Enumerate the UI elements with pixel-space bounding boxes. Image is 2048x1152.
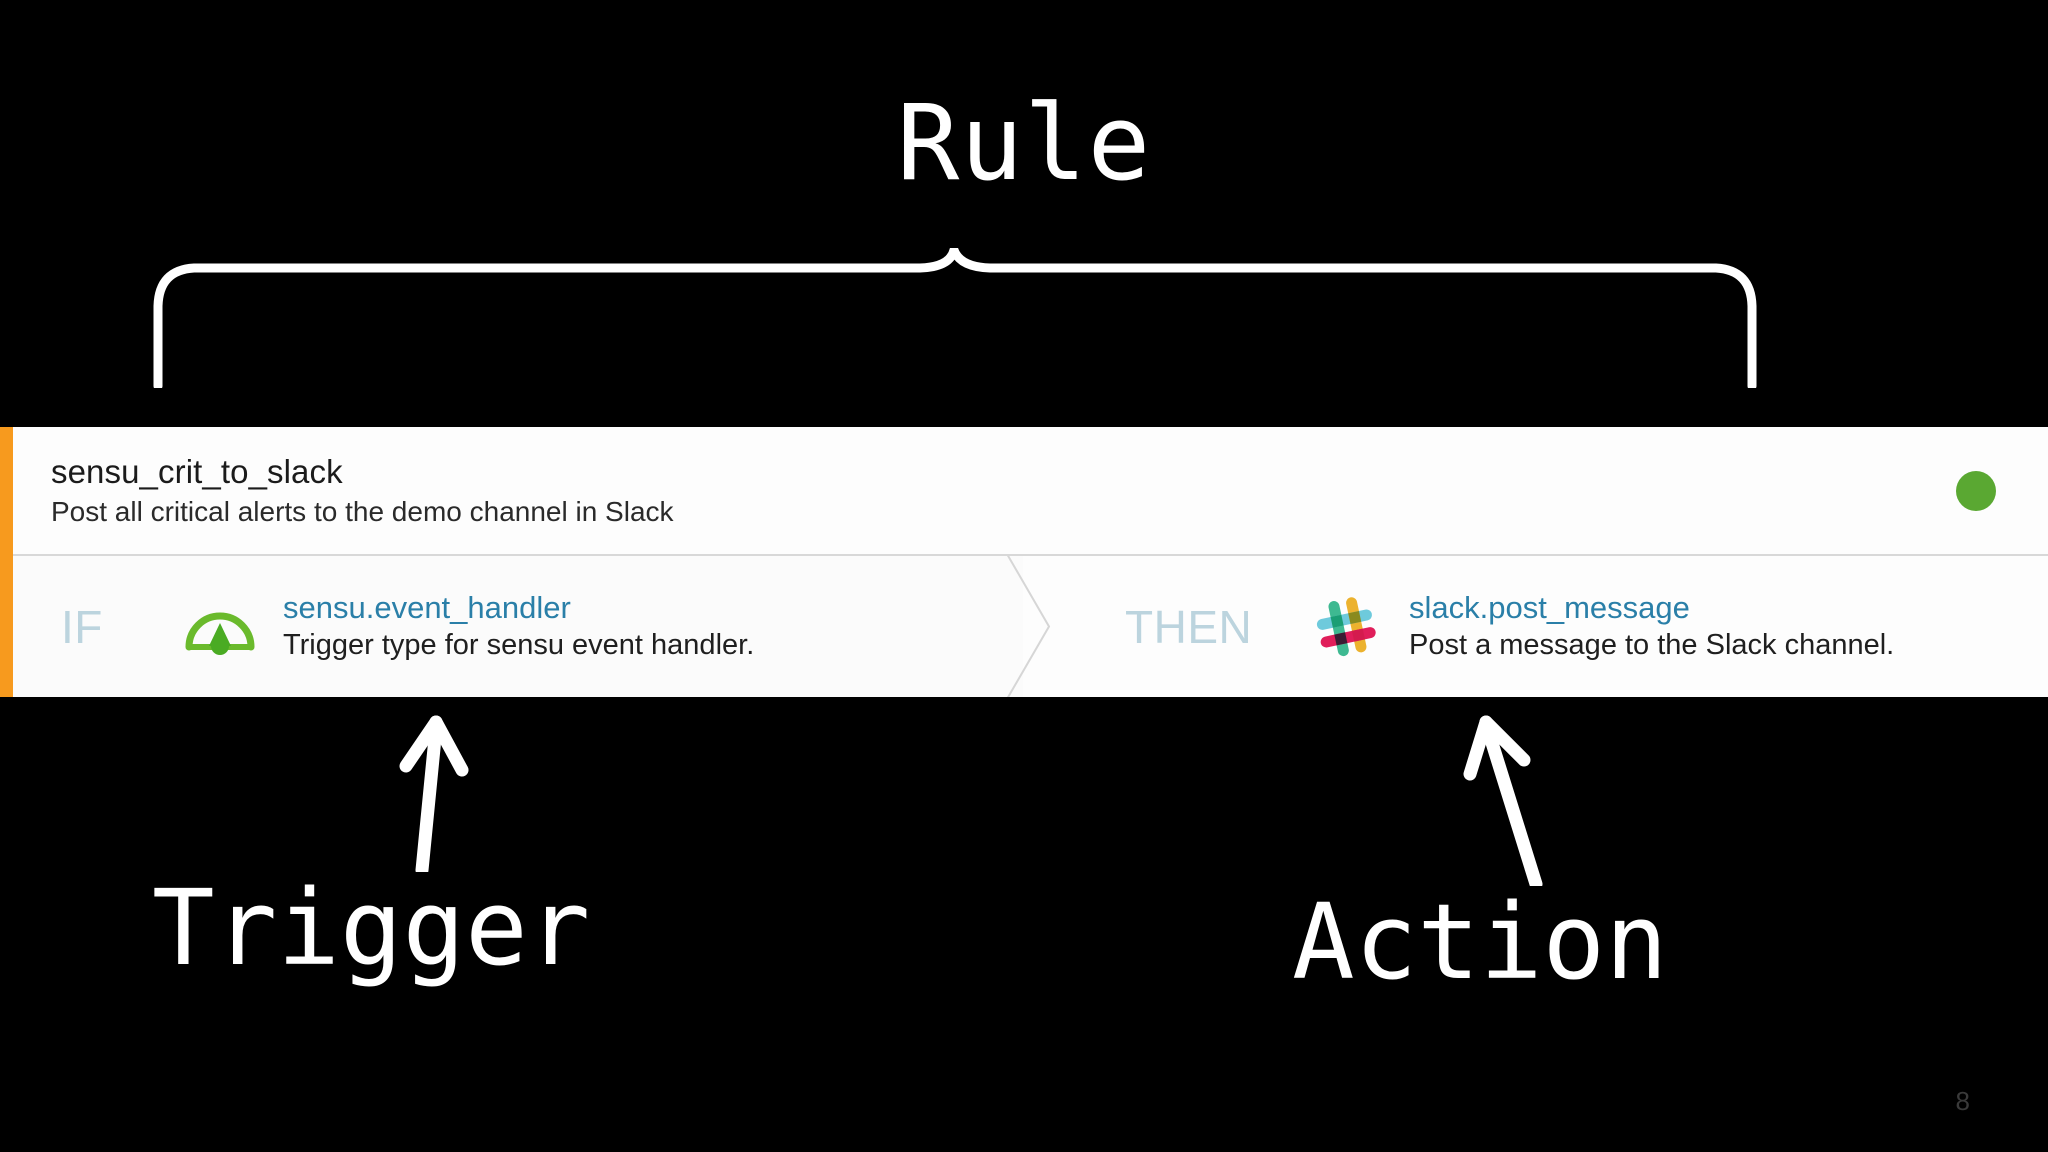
trigger-annotation-arrow [382, 712, 492, 872]
action-annotation-arrow [1448, 708, 1578, 886]
sensu-gauge-icon [181, 588, 259, 666]
action-annotation-label: Action [1292, 881, 1668, 1003]
rule-annotation-label: Rule [896, 82, 1152, 204]
trigger-annotation-label: Trigger [152, 867, 591, 989]
card-header-text: sensu_crit_to_slack Post all critical al… [51, 452, 674, 530]
action-ref[interactable]: slack.post_message [1409, 590, 1690, 625]
if-keyword-label: IF [61, 600, 103, 653]
trigger-ref[interactable]: sensu.event_handler [283, 590, 571, 625]
card-body: sensu_crit_to_slack Post all critical al… [13, 427, 2048, 697]
card-accent-bar [0, 427, 13, 697]
rule-description: Post all critical alerts to the demo cha… [51, 495, 674, 527]
trigger-section[interactable]: IF sensu.event_handler Trigger type for … [13, 556, 1023, 697]
action-description: Post a message to the Slack channel. [1409, 629, 1895, 661]
card-flow-row: IF sensu.event_handler Trigger type for … [13, 556, 2048, 697]
slide-number: 8 [1955, 1086, 1970, 1116]
action-section[interactable]: THEN [1023, 556, 2048, 697]
action-text: slack.post_message Post a message to the… [1409, 589, 1894, 664]
trigger-text: sensu.event_handler Trigger type for sen… [283, 589, 754, 664]
rule-card[interactable]: sensu_crit_to_slack Post all critical al… [0, 427, 2048, 697]
then-keyword-label: THEN [1125, 600, 1253, 653]
rule-name[interactable]: sensu_crit_to_slack [51, 452, 343, 490]
curly-brace-annotation [150, 248, 1760, 388]
enabled-status-dot[interactable] [1956, 470, 1996, 511]
trigger-description: Trigger type for sensu event handler. [283, 629, 755, 661]
slack-hash-icon [1307, 588, 1385, 666]
card-header: sensu_crit_to_slack Post all critical al… [13, 427, 2048, 556]
